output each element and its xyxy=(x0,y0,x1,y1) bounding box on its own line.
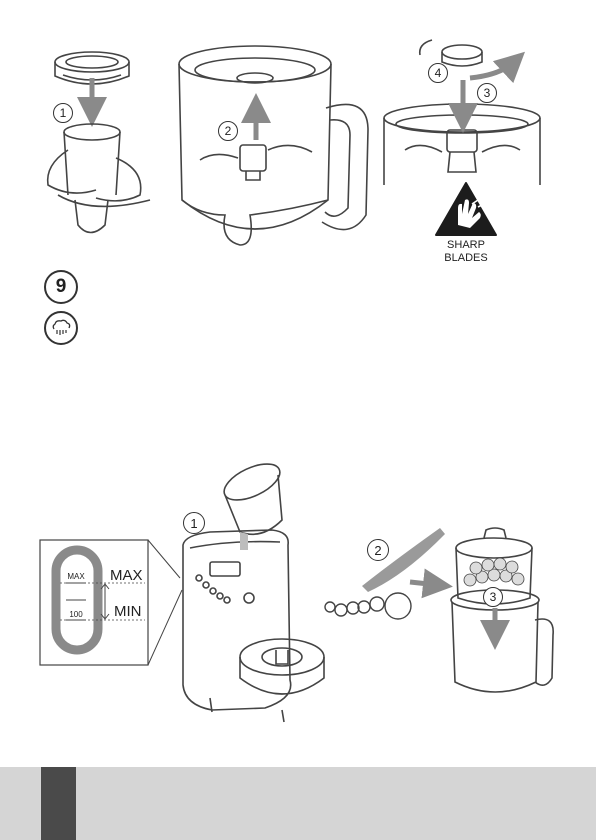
tank-max-mark: MAX xyxy=(67,572,85,581)
baby-food-maker-illustration xyxy=(183,530,324,722)
steam-icon xyxy=(50,319,72,337)
warning-line-2: BLADES xyxy=(444,252,487,264)
bottom-illustrations: MAX 100 MAX MIN xyxy=(0,450,596,760)
top-step-4: 4 xyxy=(428,63,448,83)
sharp-blade-hand-icon xyxy=(436,183,496,235)
section-icon-badge xyxy=(44,311,78,345)
warning-line-1: SHARP xyxy=(447,239,485,251)
top-illustrations: SHARP BLADES xyxy=(0,0,596,270)
pouring-water xyxy=(240,532,248,550)
water-jug-illustration xyxy=(219,457,285,535)
steamer-basket-illustration xyxy=(451,528,553,692)
gauge-max-label: MAX xyxy=(110,567,143,584)
top-step-2: 2 xyxy=(218,121,238,141)
bottom-step-2: 2 xyxy=(367,539,389,561)
food-in-basket xyxy=(464,558,524,586)
top-step-1: 1 xyxy=(53,103,73,123)
arrow-right-2 xyxy=(410,582,438,585)
food-pieces-illustration xyxy=(325,593,411,619)
blender-bowl-illustration xyxy=(179,46,368,245)
gauge-min-label: MIN xyxy=(114,603,142,620)
tank-min-mark: 100 xyxy=(69,610,83,619)
bottom-step-1: 1 xyxy=(183,512,205,534)
section-number: 9 xyxy=(44,270,78,304)
top-step-3: 3 xyxy=(477,83,497,103)
bottom-step-3: 3 xyxy=(483,587,503,607)
footer-tab xyxy=(41,767,76,840)
footer-bar xyxy=(0,767,596,840)
blade-holder-illustration xyxy=(48,124,150,233)
